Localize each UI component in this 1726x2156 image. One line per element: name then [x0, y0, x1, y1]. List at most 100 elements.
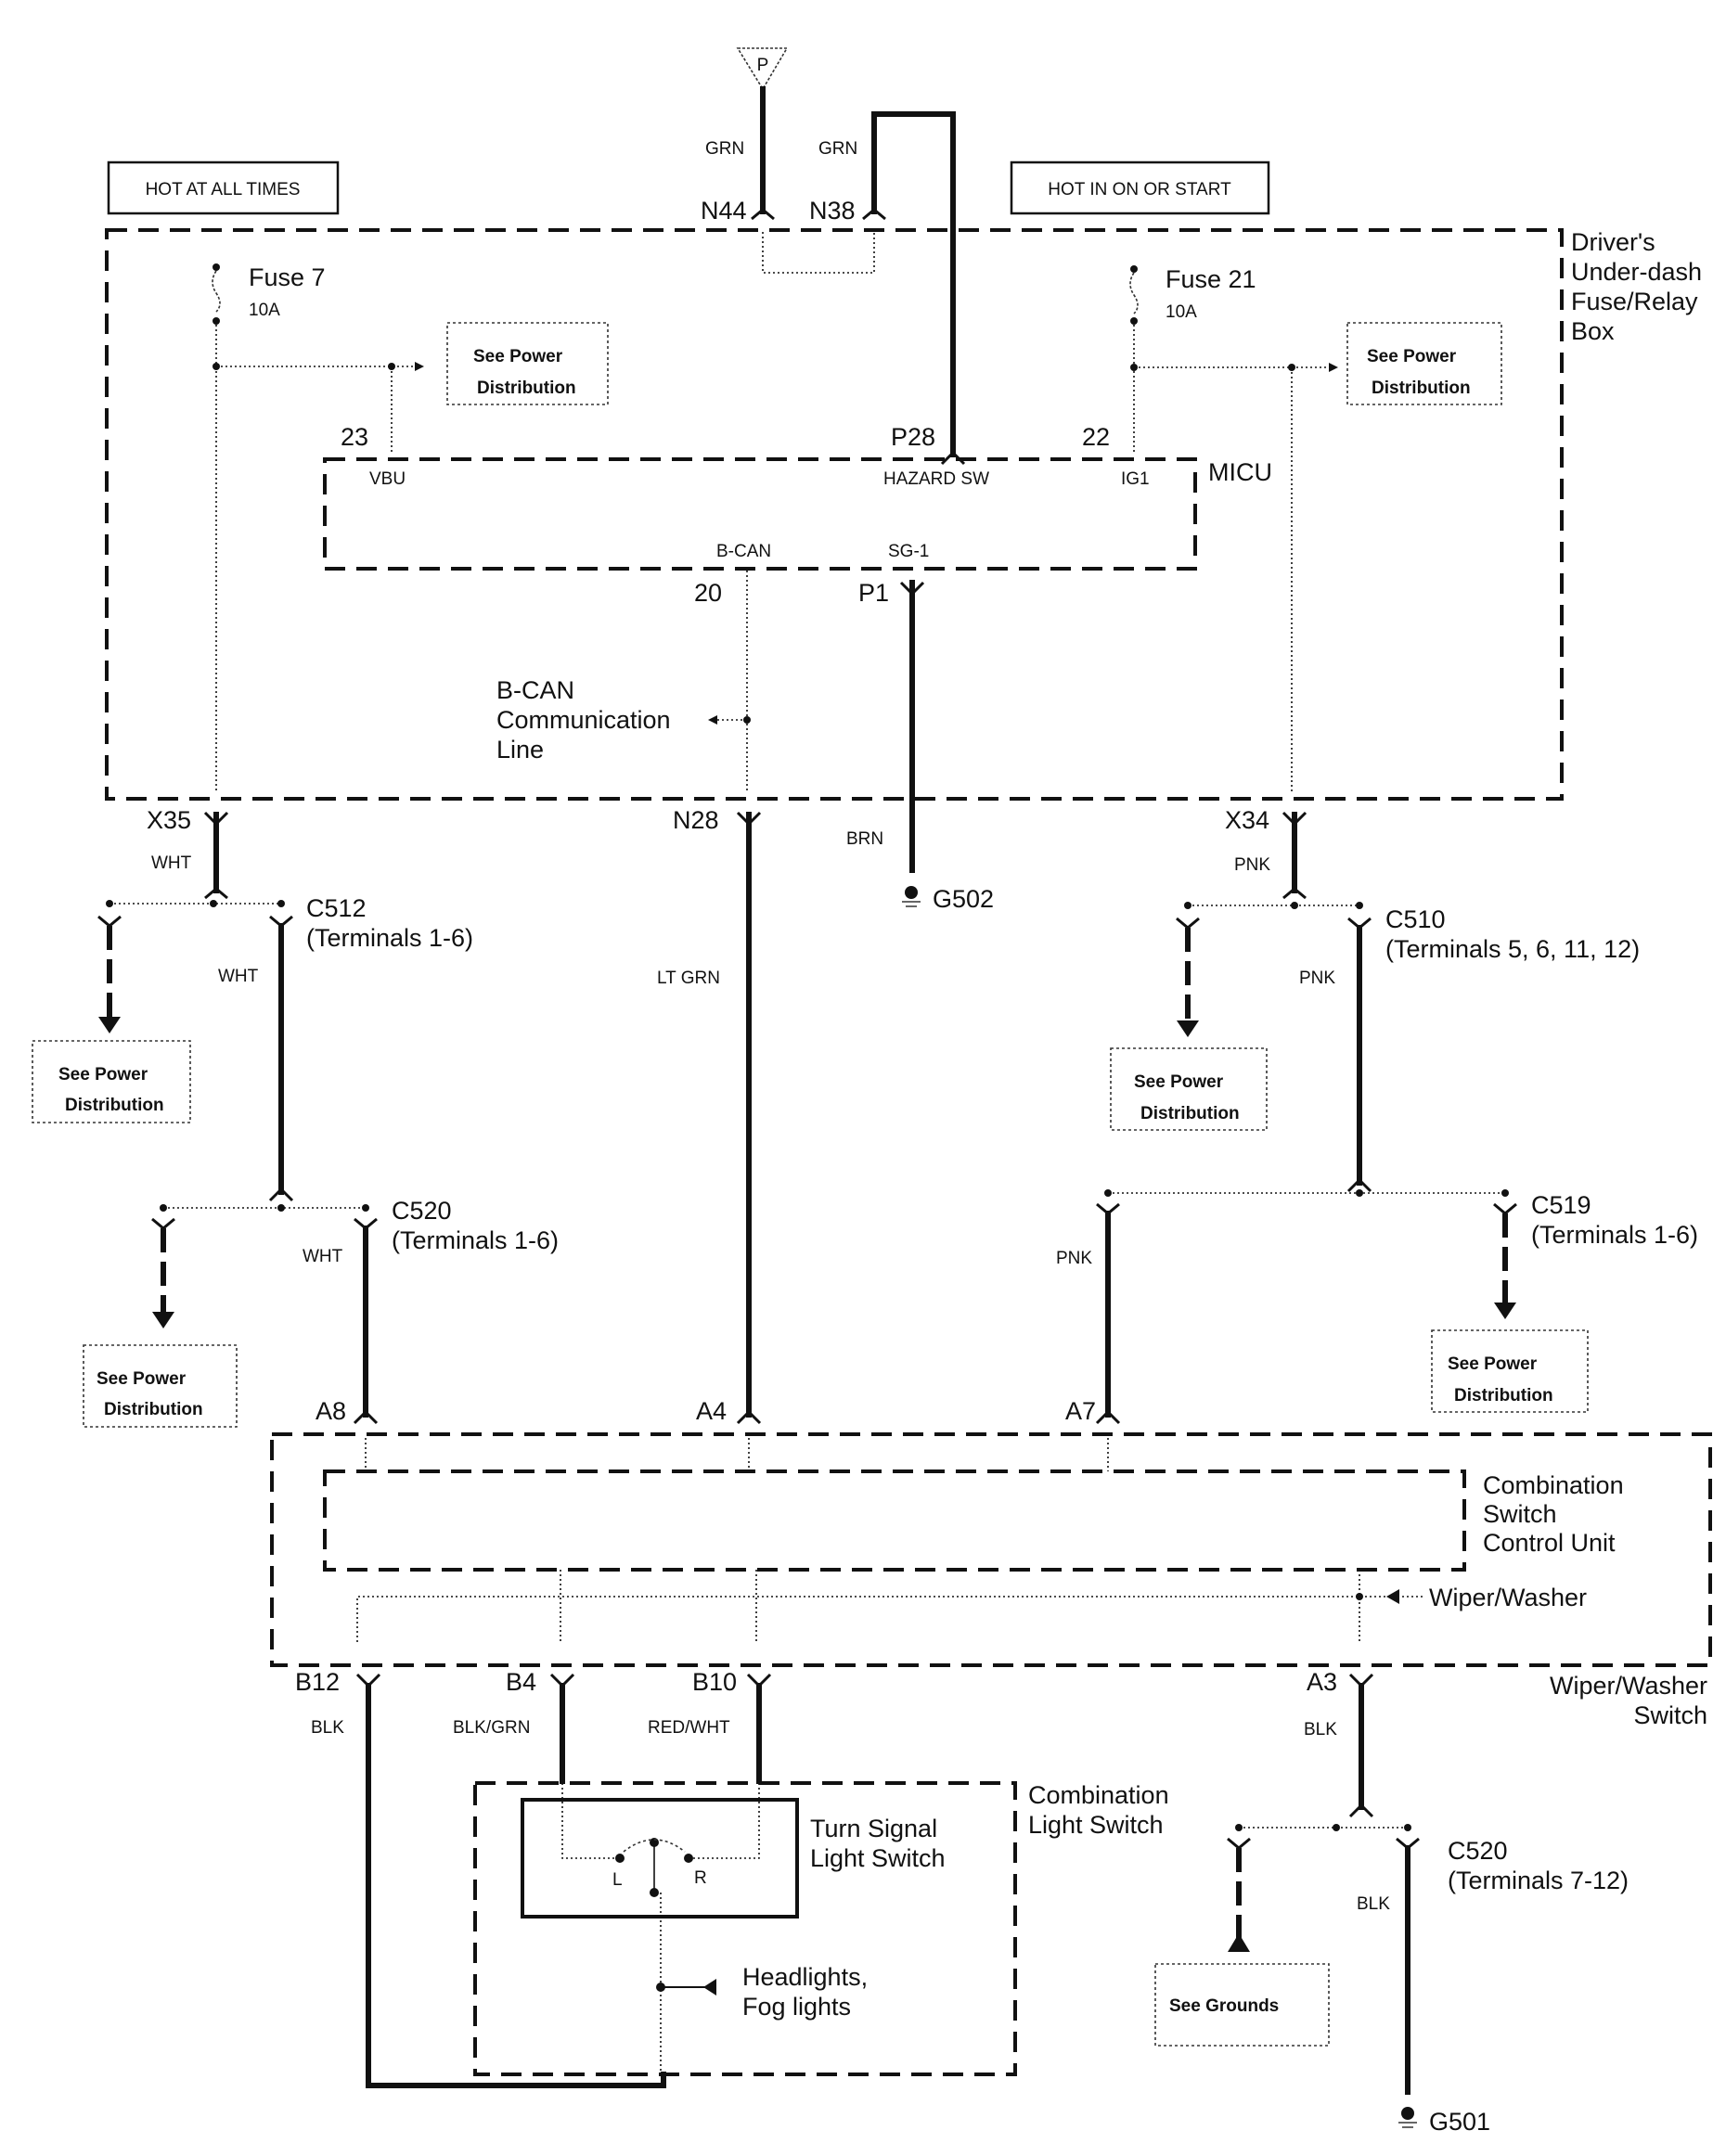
see-power-distribution-ref-1[interactable]: See Power Distribution — [446, 322, 609, 405]
svg-text:Communication: Communication — [496, 706, 671, 734]
see-power-distribution-ref-3[interactable]: See Power Distribution — [32, 1040, 191, 1123]
combination-light-switch-title: Combination Light Switch — [1028, 1781, 1169, 1839]
internal-left-contact — [561, 1783, 620, 1859]
turn-signal-switch-icon — [615, 1838, 693, 1897]
see-grounds-ref[interactable]: See Grounds — [1154, 1963, 1330, 2047]
svg-text:See Power: See Power — [97, 1369, 187, 1389]
wire-color-a3: BLK — [1304, 1720, 1337, 1739]
svg-text:Box: Box — [1571, 317, 1615, 345]
arrow-down-icon — [1494, 1303, 1516, 1319]
svg-text:Distribution: Distribution — [477, 379, 576, 398]
hot-at-all-times-box: HOT AT ALL TIMES — [107, 160, 340, 215]
fuse-relay-box — [105, 228, 1564, 801]
svg-text:Distribution: Distribution — [1372, 379, 1471, 398]
fuse-7: Fuse 7 10A — [212, 263, 326, 325]
pin-b10: B10 — [692, 1668, 737, 1696]
ground-g502-icon — [902, 886, 921, 907]
svg-text:Fog lights: Fog lights — [742, 1993, 851, 2021]
fuse-21-rating: 10A — [1166, 302, 1197, 322]
svg-text:Light Switch: Light Switch — [1028, 1811, 1164, 1839]
pin-a4: A4 — [696, 1397, 727, 1425]
wire-color-wht-1: WHT — [151, 853, 192, 873]
svg-text:Under-dash: Under-dash — [1571, 258, 1702, 286]
connector-terms-c520-top: (Terminals 1-6) — [392, 1226, 559, 1254]
connector-label-c519: C519 — [1531, 1191, 1591, 1219]
internal-link-n44-n38 — [762, 232, 875, 274]
svg-text:Headlights,: Headlights, — [742, 1963, 868, 1991]
wire-color-pnk-3: PNK — [1056, 1249, 1092, 1268]
micu-pin-p28: P28 — [891, 423, 935, 451]
wire-color-b12: BLK — [311, 1718, 344, 1738]
svg-text:Switch: Switch — [1483, 1500, 1557, 1528]
hot-in-on-or-start-label: HOT IN ON OR START — [1048, 180, 1231, 199]
combination-switch-control-unit-title: Combination Switch Control Unit — [1483, 1471, 1624, 1557]
wire-color-n38: GRN — [818, 139, 857, 159]
connector-terms-c519: (Terminals 1-6) — [1531, 1221, 1698, 1249]
turn-signal-light-switch-title: Turn Signal Light Switch — [810, 1815, 946, 1872]
hot-at-all-times-label: HOT AT ALL TIMES — [146, 180, 301, 199]
pin-a7: A7 — [1065, 1397, 1096, 1425]
wiper-washer-switch-title: Wiper/Washer Switch — [1550, 1672, 1707, 1729]
svg-text:Distribution: Distribution — [104, 1400, 203, 1419]
wire-color-wht-3: WHT — [303, 1247, 343, 1266]
svg-text:Wiper/Washer: Wiper/Washer — [1550, 1672, 1707, 1700]
connector-label-c512: C512 — [306, 894, 367, 922]
power-source-label: P — [757, 56, 769, 75]
connector-n44-icon — [751, 208, 775, 221]
connector-label-n44: N44 — [701, 197, 747, 225]
turn-signal-light-switch-box — [521, 1798, 799, 1919]
fuse-7-rating: 10A — [249, 301, 280, 320]
pin-b4: B4 — [506, 1668, 536, 1696]
svg-text:See Power: See Power — [58, 1065, 148, 1084]
arrow-down-icon — [152, 1312, 174, 1328]
pin-b12: B12 — [295, 1668, 340, 1696]
micu-pin-vbu: VBU — [369, 469, 406, 489]
svg-text:See Power: See Power — [473, 347, 563, 366]
fuse-21-name: Fuse 21 — [1166, 265, 1256, 293]
wire-color-brn: BRN — [846, 829, 883, 849]
wiper-washer-label: Wiper/Washer — [1429, 1584, 1587, 1611]
combination-switch-control-unit-box — [323, 1469, 1466, 1572]
connector-terms-c512: (Terminals 1-6) — [306, 924, 473, 952]
wire-color-b4: BLK/GRN — [453, 1718, 530, 1738]
hot-in-on-or-start-box: HOT IN ON OR START — [1010, 160, 1270, 215]
pin-a8: A8 — [316, 1397, 346, 1425]
arrow-down-icon — [1177, 1020, 1199, 1037]
svg-text:Line: Line — [496, 736, 544, 764]
see-power-distribution-ref-5[interactable]: See Power Distribution — [1110, 1047, 1268, 1131]
micu-pin-hazard-sw: HAZARD SW — [883, 469, 989, 489]
svg-text:See Power: See Power — [1367, 347, 1457, 366]
see-power-distribution-ref-2[interactable]: See Power Distribution — [1346, 322, 1502, 405]
headlights-fog-lights-label: Headlights, Fog lights — [742, 1963, 868, 2021]
connector-label-c520-bottom: C520 — [1448, 1837, 1508, 1865]
ground-label-g502: G502 — [933, 885, 994, 913]
fuse-icon — [1129, 272, 1139, 314]
wire-color-pnk-2: PNK — [1299, 969, 1335, 988]
see-power-distribution-ref-4[interactable]: See Power Distribution — [83, 1344, 238, 1428]
connector-label-x34: X34 — [1225, 806, 1269, 834]
wiper-washer-arrow-icon — [1386, 1589, 1399, 1604]
wire-color-lt-grn: LT GRN — [657, 969, 720, 988]
connector-label-c510: C510 — [1385, 905, 1446, 933]
connector-label-c520-top: C520 — [392, 1197, 452, 1225]
connector-terms-c520-bottom: (Terminals 7-12) — [1448, 1867, 1629, 1894]
ground-g501-icon — [1398, 2107, 1417, 2128]
connector-n38-icon — [862, 208, 886, 221]
wire-n38-hazard — [871, 111, 956, 457]
wire-color-wht-2: WHT — [218, 967, 259, 986]
svg-text:Switch: Switch — [1633, 1701, 1707, 1729]
see-power-distribution-ref-6[interactable]: See Power Distribution — [1431, 1329, 1589, 1413]
micu-pin-23: 23 — [341, 423, 368, 451]
svg-text:Fuse/Relay: Fuse/Relay — [1571, 288, 1698, 315]
fuse-7-name: Fuse 7 — [249, 263, 326, 291]
pin-a3: A3 — [1307, 1668, 1337, 1696]
svg-text:Distribution: Distribution — [65, 1096, 164, 1115]
connector-label-n38: N38 — [809, 197, 856, 225]
svg-text:Distribution: Distribution — [1140, 1104, 1240, 1123]
wire-color-blk-c520: BLK — [1357, 1894, 1390, 1914]
connector-label-n28: N28 — [673, 806, 719, 834]
svg-text:Control Unit: Control Unit — [1483, 1529, 1616, 1557]
micu-pin-sg1: SG-1 — [888, 542, 929, 561]
svg-text:Distribution: Distribution — [1454, 1386, 1553, 1405]
